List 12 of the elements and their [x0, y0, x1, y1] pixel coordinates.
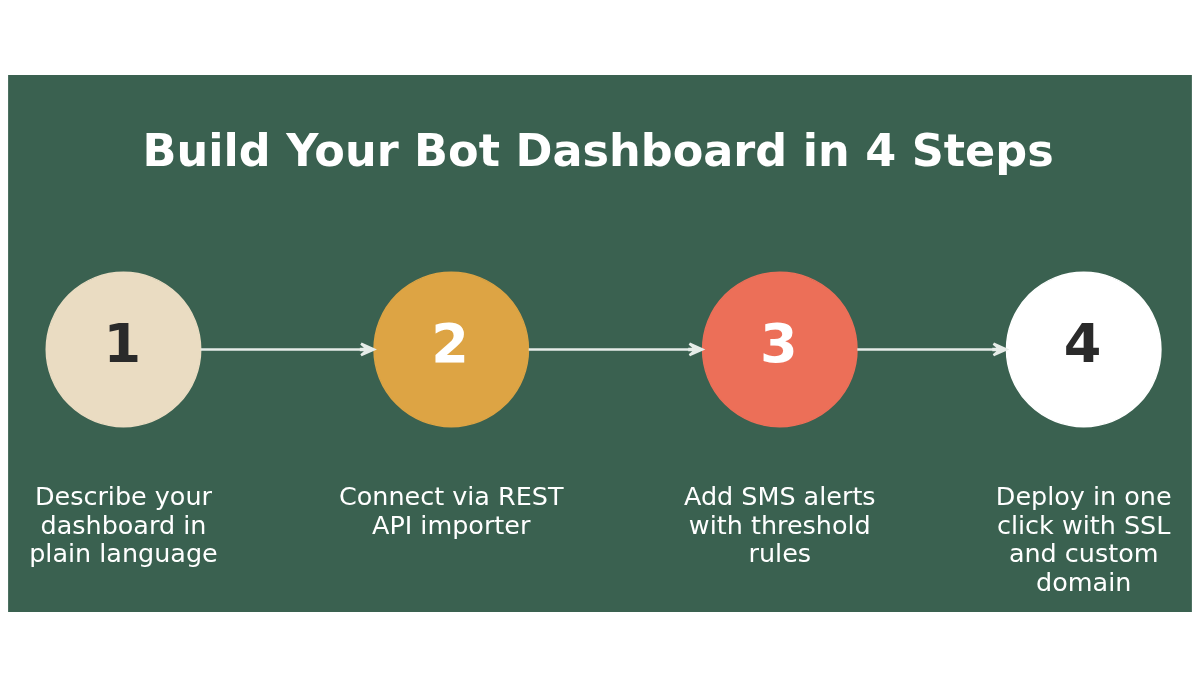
node-circle: 1: [45, 271, 202, 427]
node-circle: 2: [373, 271, 530, 427]
node-label: Connect via REST API importer: [338, 480, 564, 540]
node-label: Deploy in one click with SSL and custom domain: [995, 480, 1172, 597]
node-circle: 3: [701, 271, 858, 427]
node-label: Add SMS alerts with threshold rules: [683, 480, 876, 568]
arrow: [857, 341, 1008, 356]
node-circle: 4: [1005, 271, 1162, 427]
arrow: [528, 341, 704, 356]
node-label: Describe your dashboard in plain language: [29, 480, 218, 568]
arrow: [200, 341, 376, 356]
diagram-title: Build Your Bot Dashboard in 4 Steps: [142, 124, 1054, 177]
